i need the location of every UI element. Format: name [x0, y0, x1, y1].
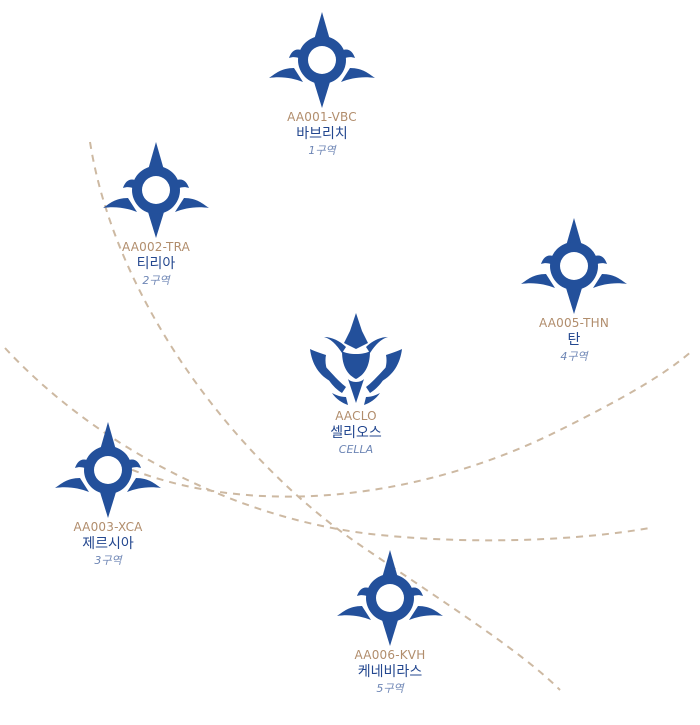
node-code: AA006-KVH — [354, 648, 426, 662]
crown-crest-icon — [310, 313, 402, 405]
node-name: 케네비라스 — [357, 664, 423, 680]
star-compass-icon — [55, 422, 161, 518]
node-kvh[interactable]: AA006-KVH 케네비라스 5구역 — [290, 548, 490, 696]
node-zone: 4구역 — [560, 350, 588, 363]
star-compass-icon — [103, 142, 209, 238]
star-compass-icon — [521, 218, 627, 314]
node-name: 제르시아 — [82, 536, 134, 552]
node-code: AA001-VBC — [287, 110, 357, 124]
node-aaclo[interactable]: AACLO 셀리오스 CELLA — [256, 313, 456, 457]
node-zone: 1구역 — [308, 144, 336, 157]
node-name: 셀리오스 — [330, 425, 382, 441]
route-arc-3 — [119, 349, 694, 498]
node-zone: 3구역 — [94, 554, 122, 567]
star-compass-icon — [269, 12, 375, 108]
star-compass-icon — [337, 550, 443, 646]
node-code: AA002-TRA — [121, 240, 191, 254]
node-tra[interactable]: AA002-TRA 티리아 2구역 — [56, 140, 256, 288]
node-zone: CELLA — [338, 443, 374, 456]
route-arc-1 — [89, 141, 561, 691]
node-name: 탄 — [567, 332, 581, 348]
node-name: 바브리치 — [296, 126, 348, 142]
node-zone: 5구역 — [376, 682, 404, 695]
node-name: 티리아 — [136, 256, 176, 272]
route-arc-2 — [4, 347, 651, 542]
node-code: AACLO — [335, 409, 377, 423]
node-code: AA003-XCA — [73, 520, 143, 534]
node-code: AA005-THN — [538, 316, 609, 330]
node-thn[interactable]: AA005-THN 탄 4구역 — [474, 216, 674, 364]
node-zone: 2구역 — [142, 274, 170, 287]
node-vbc[interactable]: AA001-VBC 바브리치 1구역 — [222, 10, 422, 158]
node-xca[interactable]: AA003-XCA 제르시아 3구역 — [8, 420, 208, 568]
